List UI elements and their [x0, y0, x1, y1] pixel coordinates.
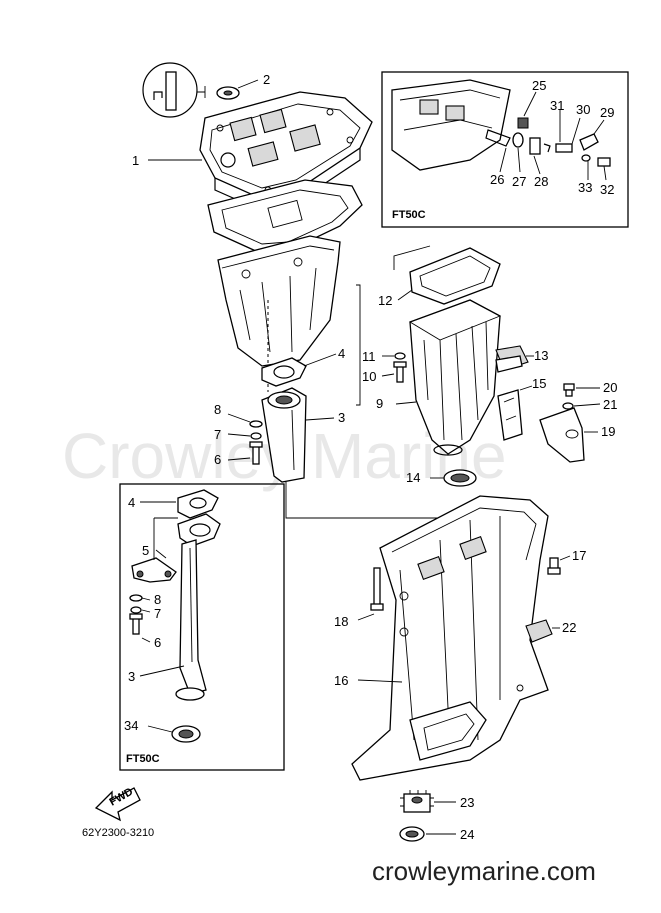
callout-32: 32 [600, 182, 614, 197]
detail-symbol [142, 62, 206, 118]
callout-9: 9 [376, 396, 383, 411]
seal-part-24 [399, 826, 456, 842]
callout-10: 10 [362, 369, 376, 384]
bracket-part-19 [539, 407, 598, 463]
inset-top-label: FT50C [392, 209, 426, 221]
upper-casing-part-1 [199, 91, 373, 211]
impeller-part-23 [400, 790, 456, 813]
callout-16: 16 [334, 673, 348, 688]
inset-lower-left: FT50C [119, 483, 285, 771]
footer-site: crowleymarine.com [372, 856, 596, 886]
callout-25: 25 [532, 78, 546, 93]
callout-1: 1 [132, 153, 139, 168]
callout-3-inset: 3 [128, 669, 135, 684]
damper-part-13 [495, 345, 534, 373]
callout-21: 21 [603, 397, 617, 412]
callout-6: 6 [214, 452, 221, 467]
callout-11: 11 [362, 349, 376, 364]
bolts-10-11 [381, 352, 407, 383]
bolt-washer-20-21 [562, 383, 601, 410]
fwd-arrow: FWD [94, 786, 141, 822]
callout-24: 24 [460, 827, 474, 842]
callout-33: 33 [578, 180, 592, 195]
drawing-code: 62Y2300-3210 [82, 827, 154, 839]
callout-29: 29 [600, 105, 614, 120]
mount-part-22 [525, 619, 560, 643]
callout-27: 27 [512, 174, 526, 189]
callout-numbers: 2 1 4 3 8 7 6 25 31 30 29 26 27 28 33 32… [124, 72, 617, 842]
callout-8-inset: 8 [154, 592, 161, 607]
seal-part-14 [430, 469, 477, 487]
callout-17: 17 [572, 548, 586, 563]
inset-left-label: FT50C [126, 753, 160, 765]
bolt-part-17 [547, 555, 571, 575]
callout-7-inset: 7 [154, 606, 161, 621]
gasket-part-4 [261, 353, 337, 387]
callout-3: 3 [338, 410, 345, 425]
gasket-upper [207, 179, 363, 253]
callout-31: 31 [550, 98, 564, 113]
washer-part-2 [216, 79, 259, 100]
callout-14: 14 [406, 470, 420, 485]
callout-4: 4 [338, 346, 345, 361]
exhaust-guide-part-9 [395, 299, 502, 456]
callout-8: 8 [214, 402, 221, 417]
callout-12: 12 [378, 293, 392, 308]
inset-top-right: FT50C [381, 71, 629, 228]
callout-18: 18 [334, 614, 348, 629]
bolt-part-18 [357, 567, 384, 621]
oil-pan-housing [217, 235, 341, 367]
callout-19: 19 [601, 424, 615, 439]
callout-6-inset: 6 [154, 635, 161, 650]
callout-26: 26 [490, 172, 504, 187]
callout-20: 20 [603, 380, 617, 395]
callout-34: 34 [124, 718, 138, 733]
gasket-part-12 [397, 247, 501, 305]
callout-13: 13 [534, 348, 548, 363]
callout-7: 7 [214, 427, 221, 442]
callout-22: 22 [562, 620, 576, 635]
plate-part-15 [497, 385, 533, 441]
bolt-washer-set [227, 413, 263, 465]
callout-28: 28 [534, 174, 548, 189]
callout-23: 23 [460, 795, 474, 810]
callout-5: 5 [142, 543, 149, 558]
callout-2: 2 [263, 72, 270, 87]
exhaust-pipe-part-3 [261, 387, 335, 483]
callout-15: 15 [532, 376, 546, 391]
lower-casing-part-16 [351, 495, 549, 781]
callout-4-inset: 4 [128, 495, 135, 510]
callout-30: 30 [576, 102, 590, 117]
